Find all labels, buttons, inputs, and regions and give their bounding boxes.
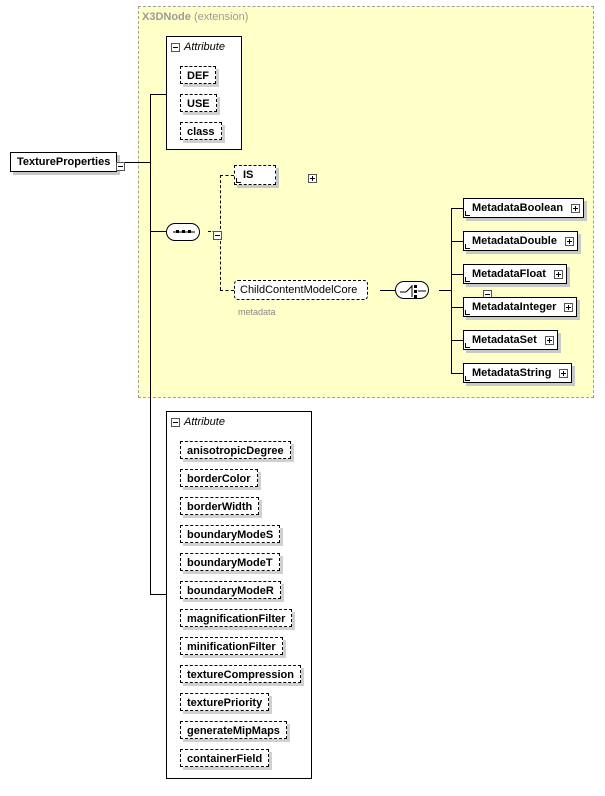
element-metadataboolean[interactable]: MetadataBoolean — [463, 198, 585, 218]
collapse-icon[interactable] — [116, 162, 125, 171]
sequence-compositor[interactable] — [166, 223, 200, 241]
expand-icon[interactable] — [544, 336, 554, 345]
reference-arrow-icon — [465, 277, 470, 282]
reference-arrow-icon — [465, 244, 470, 249]
is-connector — [220, 175, 234, 176]
reference-arrow-icon — [465, 343, 470, 348]
branch-metadatadouble — [451, 241, 463, 242]
attribute-label: class — [187, 126, 215, 138]
element-metadatadouble[interactable]: MetadataDouble — [463, 231, 578, 251]
attribute-label: borderColor — [187, 473, 251, 485]
element-metadatafloat[interactable]: MetadataFloat — [463, 264, 567, 284]
element-label: IS — [243, 169, 254, 181]
element-metadatastring[interactable]: MetadataString — [463, 363, 573, 383]
attribute-label: anisotropicDegree — [187, 445, 284, 457]
branch-metadataset — [451, 340, 463, 341]
attribute-borderwidth[interactable]: borderWidth — [180, 497, 260, 515]
attribute-containerfield[interactable]: containerField — [180, 749, 270, 767]
element-label: MetadataDouble — [472, 235, 557, 247]
attribute-texturepriority[interactable]: texturePriority — [180, 693, 270, 711]
attribute-label: boundaryModeS — [187, 529, 274, 541]
attribute-group-title: Attribute — [184, 416, 225, 428]
root-connector — [124, 162, 151, 163]
inherited-attribute-title: Attribute — [184, 41, 225, 53]
attribute-class[interactable]: class — [180, 122, 222, 140]
attribute-label: boundaryModeR — [187, 585, 274, 597]
choice-branch-line — [451, 208, 452, 374]
attribute-label: borderWidth — [187, 501, 253, 513]
attribute-boundarymodes[interactable]: boundaryModeS — [180, 525, 281, 543]
reference-arrow-icon — [465, 211, 470, 216]
reference-arrow-icon — [465, 376, 470, 381]
expand-icon[interactable] — [571, 204, 581, 213]
branch-metadatainteger — [451, 307, 463, 308]
attribute-use[interactable]: USE — [180, 94, 217, 112]
branch-metadataboolean — [451, 208, 463, 209]
group-childcontentmodelcore[interactable]: ChildContentModelCore — [234, 280, 368, 300]
attribute-texturecompression[interactable]: textureCompression — [180, 665, 301, 683]
element-label: MetadataFloat — [472, 268, 546, 280]
child-content-connector — [220, 290, 234, 291]
attribute-label: magnificationFilter — [187, 613, 286, 625]
extension-qualifier: (extension) — [193, 11, 249, 23]
attribute-minificationfilter[interactable]: minificationFilter — [180, 637, 283, 655]
collapse-icon[interactable] — [171, 42, 180, 52]
attribute-group-header: Attribute — [171, 416, 225, 428]
attribute-label: USE — [187, 98, 210, 110]
attribute-label: boundaryModeT — [187, 557, 273, 569]
attribute-magnificationfilter[interactable]: magnificationFilter — [180, 609, 293, 627]
attribute-boundarymodet[interactable]: boundaryModeT — [180, 553, 280, 571]
extension-name: X3DNode — [142, 11, 191, 23]
expand-icon[interactable] — [564, 303, 574, 312]
sequence-icon — [173, 230, 195, 233]
expand-icon[interactable] — [559, 369, 569, 378]
group-label: ChildContentModelCore — [240, 284, 358, 296]
attr-connector — [150, 594, 166, 595]
choice-icon — [400, 285, 426, 298]
sequence-connector — [150, 231, 166, 232]
attribute-label: textureCompression — [187, 669, 294, 681]
attribute-bordercolor[interactable]: borderColor — [180, 469, 258, 487]
group-sublabel: metadata — [238, 307, 276, 317]
attribute-label: DEF — [187, 70, 209, 82]
branch-metadatafloat — [451, 274, 463, 275]
element-label: MetadataInteger — [472, 301, 557, 313]
collapse-icon[interactable] — [213, 231, 223, 240]
choice-in-line — [380, 290, 395, 291]
extension-title: X3DNode (extension) — [142, 11, 248, 23]
attribute-label: texturePriority — [187, 697, 263, 709]
attribute-label: minificationFilter — [187, 641, 276, 653]
root-label: TextureProperties — [17, 156, 111, 168]
reference-arrow-icon — [236, 178, 241, 183]
attribute-generatemipmaps[interactable]: generateMipMaps — [180, 721, 287, 739]
reference-arrow-icon — [465, 310, 470, 315]
element-metadataset[interactable]: MetadataSet — [463, 330, 558, 350]
inherited-attr-connector — [150, 94, 166, 95]
root-element[interactable]: TextureProperties — [10, 152, 118, 172]
main-trunk-line — [150, 94, 151, 594]
inherited-attribute-header: Attribute — [171, 41, 225, 53]
choice-compositor[interactable] — [395, 281, 429, 299]
element-is[interactable]: IS — [234, 165, 277, 185]
collapse-icon[interactable] — [171, 417, 180, 427]
element-label: MetadataString — [472, 367, 552, 379]
attribute-label: generateMipMaps — [187, 725, 280, 737]
expand-icon[interactable] — [307, 174, 317, 183]
expand-icon[interactable] — [553, 270, 563, 279]
attribute-label: containerField — [187, 753, 263, 765]
element-metadatainteger[interactable]: MetadataInteger — [463, 297, 578, 317]
attribute-def[interactable]: DEF — [180, 66, 216, 84]
expand-icon[interactable] — [564, 237, 574, 246]
element-label: MetadataBoolean — [472, 202, 564, 214]
attribute-anisotropicdegree[interactable]: anisotropicDegree — [180, 441, 291, 459]
attribute-boundarymoder[interactable]: boundaryModeR — [180, 581, 281, 599]
choice-out-line — [439, 290, 451, 291]
branch-metadatastring — [451, 373, 463, 374]
element-label: MetadataSet — [472, 334, 537, 346]
